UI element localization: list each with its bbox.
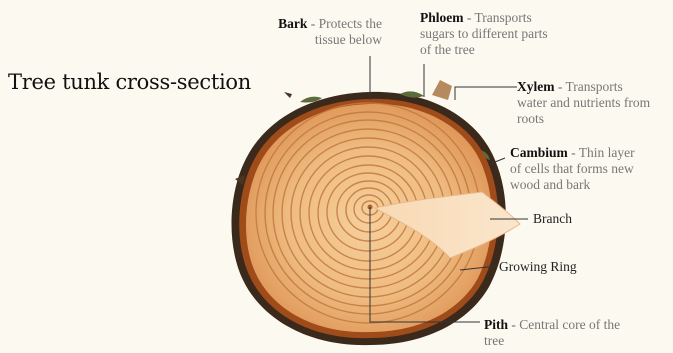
phloem-label: Phloem - Transports sugars to different … — [420, 10, 590, 58]
phloem-term: Phloem — [420, 10, 464, 25]
phloem-desc-line2: sugars to different parts — [420, 26, 590, 42]
phloem-desc-line3: of the tree — [420, 42, 590, 58]
phloem-desc-line1: Transports — [475, 10, 532, 25]
pith-label: Pith - Central core of the tree — [484, 317, 669, 349]
cambium-term: Cambium — [510, 145, 568, 160]
diagram-title: Tree tunk cross-section — [8, 70, 251, 94]
branch-label: Branch — [533, 211, 572, 227]
bark-term: Bark — [278, 16, 307, 31]
bark-desc-line2: tissue below — [262, 32, 382, 48]
xylem-desc-line1: Transports — [566, 79, 623, 94]
growing-ring-label: Growing Ring — [499, 259, 577, 275]
pith-desc-line1: Central core of the — [519, 317, 620, 332]
xylem-desc-line3: roots — [517, 111, 673, 127]
bark-desc-line1: Protects the — [319, 16, 382, 31]
cambium-desc-line1: Thin layer — [579, 145, 635, 160]
cambium-desc-line3: wood and bark — [510, 177, 670, 193]
pith-desc-line2: tree — [484, 333, 669, 349]
cambium-desc-line2: of cells that forms new — [510, 161, 670, 177]
pith-term: Pith — [484, 317, 508, 332]
bark-label: Bark - Protects the tissue below — [262, 16, 382, 48]
cambium-label: Cambium - Thin layer of cells that forms… — [510, 145, 670, 193]
xylem-label: Xylem - Transports water and nutrients f… — [517, 79, 673, 127]
xylem-desc-line2: water and nutrients from — [517, 95, 673, 111]
xylem-term: Xylem — [517, 79, 555, 94]
